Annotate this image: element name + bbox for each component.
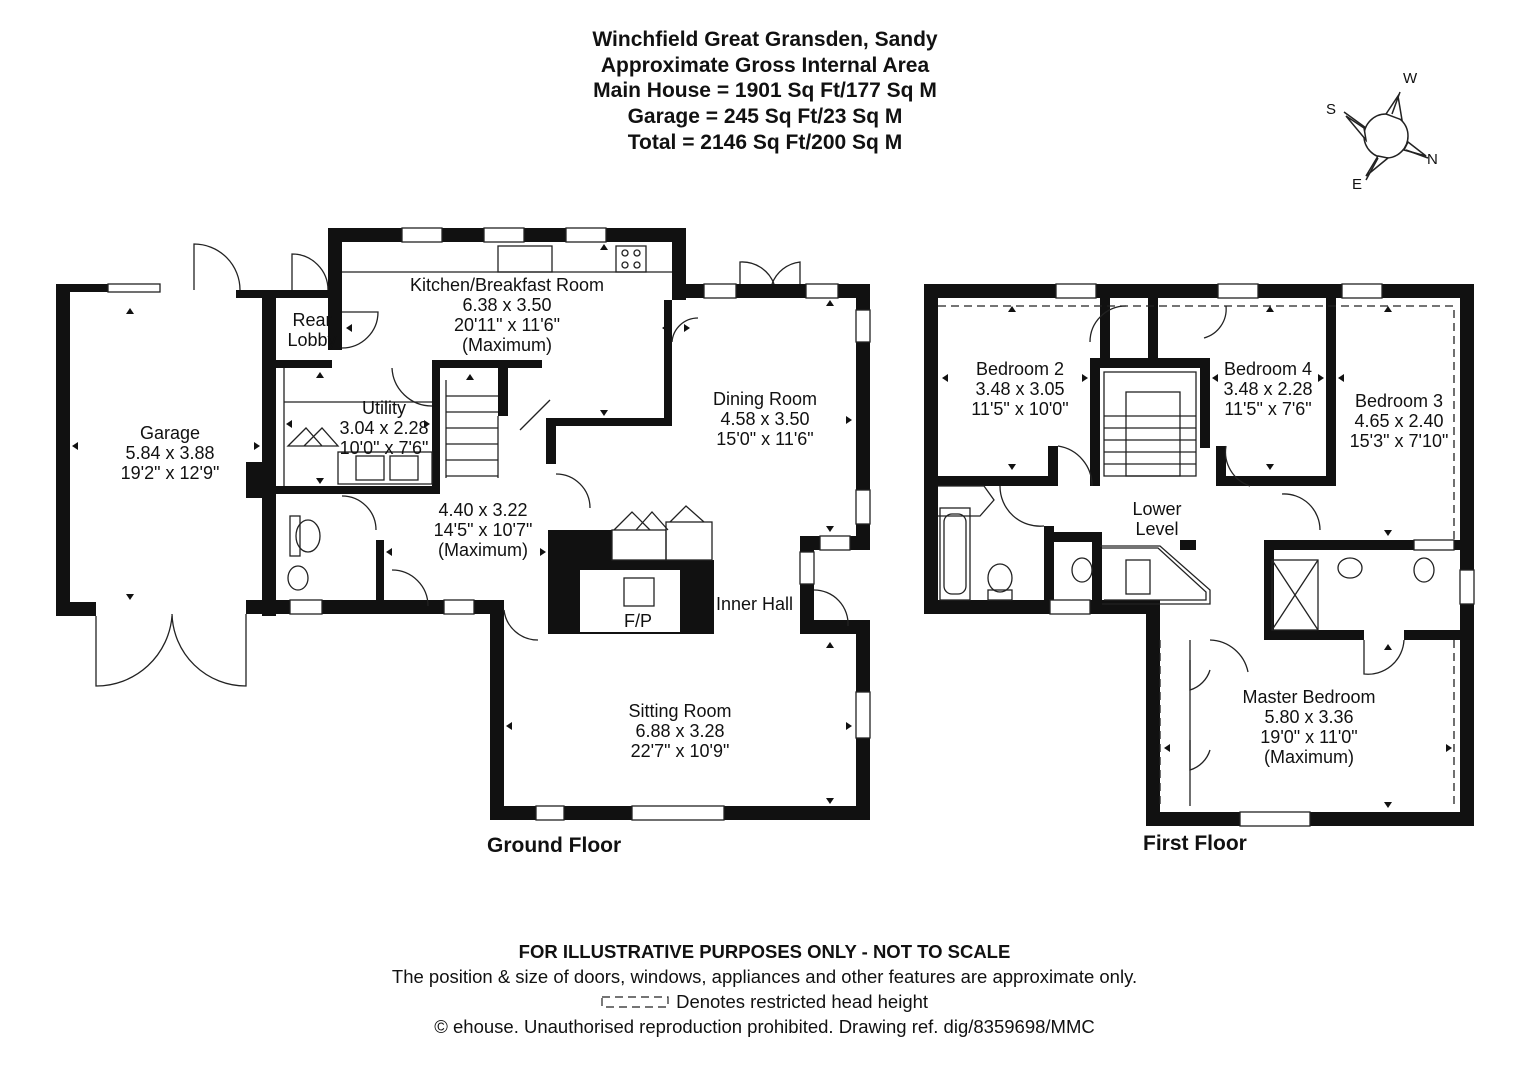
dining-metric: 4.58 x 3.50 — [720, 409, 810, 429]
room-label-garage: Garage 5.84 x 3.88 19'2" x 12'9" — [95, 423, 245, 483]
sitting-metric: 6.88 x 3.28 — [635, 721, 725, 741]
first-floor-fixtures — [938, 283, 1475, 827]
bedroom4-name: Bedroom 4 — [1223, 359, 1313, 379]
bedroom2-name: Bedroom 2 — [975, 359, 1065, 379]
main-house-area: Main House = 1901 Sq Ft/177 Sq M — [593, 79, 937, 102]
room-label-bedroom2: Bedroom 2 3.48 x 3.05 11'5" x 10'0" — [950, 359, 1090, 419]
dining-imperial: 15'0" x 11'6" — [716, 429, 814, 449]
kitchen-name: Kitchen/Breakfast Room — [409, 275, 605, 295]
garage-area: Garage = 245 Sq Ft/23 Sq M — [627, 105, 903, 128]
garage-metric: 5.84 x 3.88 — [125, 443, 215, 463]
room-label-sitting: Sitting Room 6.88 x 3.28 22'7" x 10'9" — [600, 701, 760, 761]
bedroom2-metric: 3.48 x 3.05 — [975, 379, 1065, 399]
kitchen-note: (Maximum) — [462, 335, 552, 355]
hall-imperial: 14'5" x 10'7" — [433, 520, 533, 540]
bedroom3-name: Bedroom 3 — [1354, 391, 1444, 411]
copyright: © ehouse. Unauthorised reproduction proh… — [434, 1016, 1095, 1037]
utility-metric: 3.04 x 2.28 — [339, 418, 429, 438]
master-note: (Maximum) — [1264, 747, 1354, 767]
compass-north: N — [1427, 151, 1438, 168]
first-floor-markers — [942, 306, 1452, 808]
room-label-kitchen: Kitchen/Breakfast Room 6.38 x 3.50 20'11… — [388, 275, 626, 355]
hall-note: (Maximum) — [438, 540, 528, 560]
bedroom3-metric: 4.65 x 2.40 — [1354, 411, 1444, 431]
total-area: Total = 2146 Sq Ft/200 Sq M — [627, 131, 903, 154]
dining-name: Dining Room — [712, 389, 818, 409]
rear-lobby-line2: Lobby — [287, 330, 337, 350]
compass-south: S — [1326, 101, 1337, 118]
position-note: The position & size of doors, windows, a… — [391, 966, 1138, 987]
sitting-imperial: 22'7" x 10'9" — [630, 741, 730, 761]
legend: Denotes restricted head height — [300, 991, 1229, 1013]
room-label-bedroom3: Bedroom 3 4.65 x 2.40 15'3" x 7'10" — [1338, 391, 1460, 451]
ground-floor-markers — [72, 244, 852, 804]
kitchen-imperial: 20'11" x 11'6" — [453, 315, 561, 335]
bedroom2-imperial: 11'5" x 10'0" — [971, 399, 1069, 419]
master-metric: 5.80 x 3.36 — [1264, 707, 1354, 727]
room-label-dining: Dining Room 4.58 x 3.50 15'0" x 11'6" — [690, 389, 840, 449]
room-label-bedroom4: Bedroom 4 3.48 x 2.28 11'5" x 7'6" — [1208, 359, 1328, 419]
lower-level-line1: Lower — [1132, 499, 1182, 519]
compass-icon — [1343, 91, 1429, 181]
room-label-inner-hall: Inner Hall — [716, 594, 794, 614]
ground-floor-label: Ground Floor — [487, 834, 622, 857]
fireplace-label: F/P — [623, 611, 652, 631]
bedroom3-imperial: 15'3" x 7'10" — [1349, 431, 1449, 451]
restricted-height-legend-icon — [601, 996, 669, 1008]
rear-lobby-line1: Rear — [292, 310, 332, 330]
disclaimer: FOR ILLUSTRATIVE PURPOSES ONLY - NOT TO … — [518, 941, 1011, 962]
legend-text: Denotes restricted head height — [676, 991, 929, 1012]
utility-imperial: 10'0" x 7'6" — [339, 438, 429, 458]
bedroom4-imperial: 11'5" x 7'6" — [1224, 399, 1312, 419]
master-imperial: 19'0" x 11'0" — [1260, 727, 1358, 747]
bedroom4-metric: 3.48 x 2.28 — [1223, 379, 1313, 399]
compass-east: E — [1352, 176, 1363, 193]
hall-metric: 4.40 x 3.22 — [438, 500, 528, 520]
ground-floor-fixtures — [95, 227, 871, 821]
garage-name: Garage — [139, 423, 201, 443]
room-label-hall: 4.40 x 3.22 14'5" x 10'7" (Maximum) — [408, 500, 558, 560]
plan-subtitle: Approximate Gross Internal Area — [600, 54, 930, 77]
sitting-name: Sitting Room — [628, 701, 732, 721]
room-label-utility: Utility 3.04 x 2.28 10'0" x 7'6" — [324, 398, 444, 458]
lower-level-line2: Level — [1135, 519, 1179, 539]
compass-west: W — [1403, 70, 1418, 87]
first-floor-label: First Floor — [1143, 832, 1247, 855]
plan-title: Winchfield Great Gransden, Sandy — [592, 28, 938, 51]
utility-name: Utility — [362, 398, 406, 418]
garage-imperial: 19'2" x 12'9" — [120, 463, 220, 483]
kitchen-metric: 6.38 x 3.50 — [462, 295, 552, 315]
room-label-master-bedroom: Master Bedroom 5.80 x 3.36 19'0" x 11'0"… — [1224, 687, 1394, 767]
room-label-rear-lobby: Rear Lobby — [282, 310, 342, 350]
master-name: Master Bedroom — [1242, 687, 1376, 707]
landing-lower-level: Lower Level — [1120, 499, 1194, 539]
